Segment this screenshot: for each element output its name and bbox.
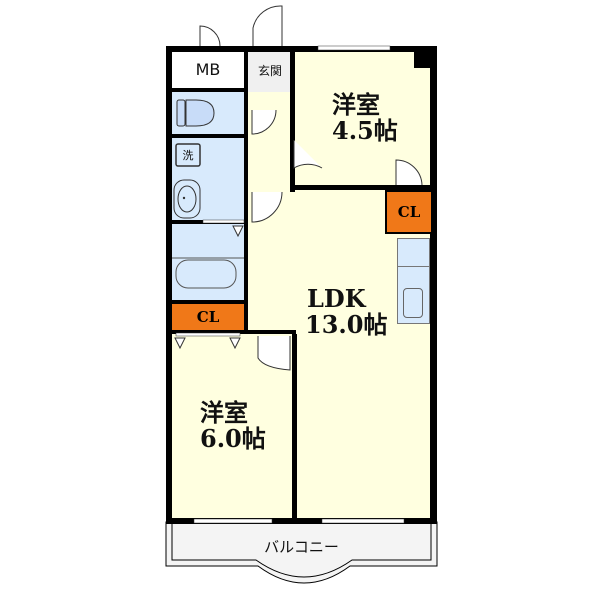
door-entrance-icon xyxy=(252,5,283,46)
room-western-6-0-label: 洋室 6.0帖 xyxy=(200,398,266,454)
wall-bottom xyxy=(166,518,437,524)
wall-corner-column xyxy=(414,46,437,68)
window-room45 xyxy=(317,45,391,51)
door-room45-closet-icon xyxy=(395,159,423,186)
room-size: 6.0帖 xyxy=(200,424,266,454)
closet-lower-label: CL xyxy=(196,308,220,326)
door-ldk-icon xyxy=(251,191,283,223)
washer-icon xyxy=(175,143,201,167)
door-toilet-icon xyxy=(251,109,277,135)
toilet-bowl-icon xyxy=(185,99,215,127)
window-ldk xyxy=(321,518,405,524)
entrance-label: 玄関 xyxy=(257,64,282,78)
wall-cl-bottom xyxy=(166,330,296,334)
bathtub-icon xyxy=(175,259,237,289)
room-western-4-5-label: 洋室 4.5帖 xyxy=(332,90,398,146)
entrance xyxy=(248,52,292,92)
closet-upper-label: CL xyxy=(397,203,421,221)
room-size: 4.5帖 xyxy=(332,116,398,146)
door-room45-icon xyxy=(293,140,323,169)
wall-room45-bottom xyxy=(290,185,437,190)
wall-wet-right xyxy=(244,46,248,334)
wall-outer-right xyxy=(430,46,437,524)
room-name: 洋室 xyxy=(200,398,248,427)
door-room6-icon xyxy=(257,336,291,371)
room-name: LDK xyxy=(307,284,366,313)
wall-toilet-bottom xyxy=(166,134,248,138)
toilet-tank-icon xyxy=(176,99,186,127)
wall-top xyxy=(166,46,437,52)
door-mb-icon xyxy=(199,25,221,47)
washer-label: 洗 xyxy=(182,149,194,162)
wall-mb-bottom xyxy=(166,88,248,92)
wall-outer-left xyxy=(166,46,172,524)
window-room6 xyxy=(193,518,273,524)
meter-box-label: MB xyxy=(195,60,221,79)
room-size: 13.0帖 xyxy=(305,310,388,340)
room-ldk-label: LDK 13.0帖 xyxy=(305,284,388,340)
counter-divider xyxy=(397,266,430,267)
meter-box xyxy=(172,52,244,88)
wall-hall-right xyxy=(290,46,295,192)
room-name: 洋室 xyxy=(332,90,380,119)
balcony-label: バルコニー xyxy=(264,538,339,556)
hallway xyxy=(248,92,292,188)
closet-upper: CL xyxy=(385,190,433,234)
wall-room6-right xyxy=(292,334,297,522)
closet-lower: CL xyxy=(170,302,246,332)
sink xyxy=(403,288,423,318)
